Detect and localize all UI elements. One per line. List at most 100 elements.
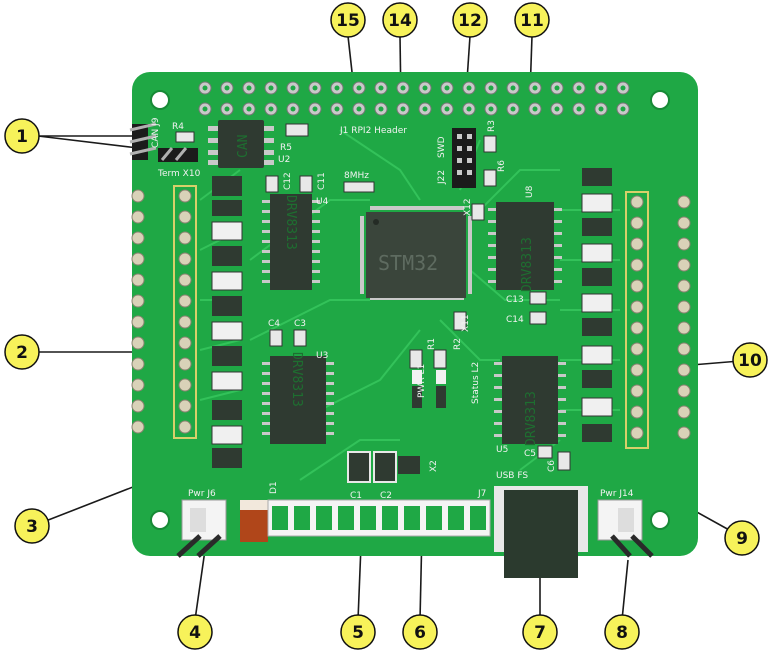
mcu-label: STM32 <box>378 251 438 275</box>
callout-11-label: 11 <box>520 11 544 31</box>
label-x12: X12 <box>463 198 473 216</box>
label-term-x10: Term X10 <box>157 169 201 179</box>
callout-8-label: 8 <box>616 623 628 643</box>
callout-14-label: 14 <box>388 11 412 31</box>
label-u5: U5 <box>496 445 508 455</box>
label-8mhz: 8MHz <box>344 171 369 181</box>
label-status-l2: Status L2 <box>471 362 481 404</box>
callout-8: 8 <box>604 614 640 650</box>
resistor-r5 <box>285 123 309 137</box>
callout-4-label: 4 <box>189 623 201 643</box>
callout-9: 9 <box>724 520 760 556</box>
label-c2: C2 <box>380 491 392 501</box>
drv8313-u5 <box>494 356 566 444</box>
callout-15-label: 15 <box>336 11 360 31</box>
right-io-pins <box>625 191 691 449</box>
label-c13: C13 <box>506 295 524 305</box>
callout-2: 2 <box>4 334 40 370</box>
small-capacitors <box>265 135 571 471</box>
label-c6: C6 <box>547 460 557 472</box>
label-pwr-j6: Pwr J6 <box>188 489 216 499</box>
rpi-header-pins <box>198 81 630 116</box>
can-chip-pins <box>208 126 274 165</box>
callout-2-label: 2 <box>16 343 28 363</box>
label-c12: C12 <box>283 172 293 190</box>
label-pwr-j14: Pwr J14 <box>600 489 634 499</box>
right-resistor-column <box>581 168 613 442</box>
callout-5: 5 <box>340 614 376 650</box>
callouts: 1 2 3 4 5 6 7 8 <box>4 2 768 650</box>
power-j6-connector <box>176 499 227 558</box>
label-x2: X2 <box>429 460 439 472</box>
label-header: J1 RPI2 Header <box>339 126 407 136</box>
can-j9-pins <box>129 122 157 160</box>
label-c4: C4 <box>268 319 280 329</box>
label-r6: R6 <box>497 160 507 172</box>
diode-d1 <box>240 500 268 542</box>
label-c14: C14 <box>506 315 524 325</box>
stm32-mcu <box>360 206 472 300</box>
label-d1: D1 <box>269 481 279 494</box>
left-io-pins <box>131 185 197 439</box>
label-c3: C3 <box>294 319 306 329</box>
drv8313-u3 <box>262 356 334 444</box>
bulk-capacitors <box>347 451 420 483</box>
usb-connector <box>494 486 588 578</box>
label-u4: U4 <box>316 197 329 207</box>
callout-12: 12 <box>452 2 488 38</box>
label-r5: R5 <box>280 143 292 153</box>
callout-1-label: 1 <box>16 127 28 147</box>
callout-3-label: 3 <box>26 517 38 537</box>
label-c5: C5 <box>524 449 536 459</box>
label-pwr-l1: PWR L1 <box>417 364 427 398</box>
resistor-r4 <box>175 131 195 143</box>
drv-u3-label: DRV8313 <box>289 352 304 407</box>
callout-10: 10 <box>732 342 768 378</box>
drv-u4-label: DRV8313 <box>283 195 298 250</box>
callout-11: 11 <box>514 2 550 38</box>
callout-6: 6 <box>402 614 438 650</box>
label-c1: C1 <box>350 491 362 501</box>
status-leds <box>409 349 447 408</box>
drv-u8-label: DRV8313 <box>520 237 535 292</box>
j7-connector <box>267 499 491 537</box>
label-r4: R4 <box>172 122 184 132</box>
term-x10-jumper <box>158 147 198 162</box>
callout-14: 14 <box>382 2 418 38</box>
label-swd: SWD <box>437 136 447 158</box>
left-resistor-column <box>211 176 243 468</box>
drv-u5-label: DRV8313 <box>524 391 539 446</box>
swd-header <box>452 128 476 188</box>
crystal-8mhz <box>343 181 375 193</box>
callout-9-label: 9 <box>736 529 748 549</box>
can-transceiver-chip <box>218 120 264 168</box>
label-u2: U2 <box>278 155 290 165</box>
label-x11: X11 <box>461 314 471 332</box>
callout-7: 7 <box>522 614 558 650</box>
callout-10-label: 10 <box>738 351 762 371</box>
callout-12-label: 12 <box>458 11 482 31</box>
can-chip-label: CAN <box>236 135 251 158</box>
label-r2: R2 <box>453 338 463 350</box>
callout-3: 3 <box>14 508 50 544</box>
callout-1: 1 <box>4 118 40 154</box>
callout-4: 4 <box>177 614 213 650</box>
callout-7-label: 7 <box>534 623 546 643</box>
label-can-j9: CAN J9 <box>151 117 161 148</box>
label-j22: J22 <box>437 170 447 185</box>
callout-6-label: 6 <box>414 623 426 643</box>
mounting-holes <box>150 90 670 530</box>
drv8313-u8 <box>488 202 562 290</box>
callout-15: 15 <box>330 2 366 38</box>
label-r1: R1 <box>427 338 437 350</box>
callout-5-label: 5 <box>352 623 364 643</box>
label-c11: C11 <box>317 172 327 190</box>
label-usb-fs: USB FS <box>496 471 528 481</box>
drv8313-u4 <box>262 194 320 290</box>
label-u3: U3 <box>316 351 328 361</box>
power-j14-connector <box>597 499 654 558</box>
label-u8: U8 <box>525 185 535 198</box>
label-j7: J7 <box>477 489 486 499</box>
label-r3: R3 <box>487 120 497 132</box>
